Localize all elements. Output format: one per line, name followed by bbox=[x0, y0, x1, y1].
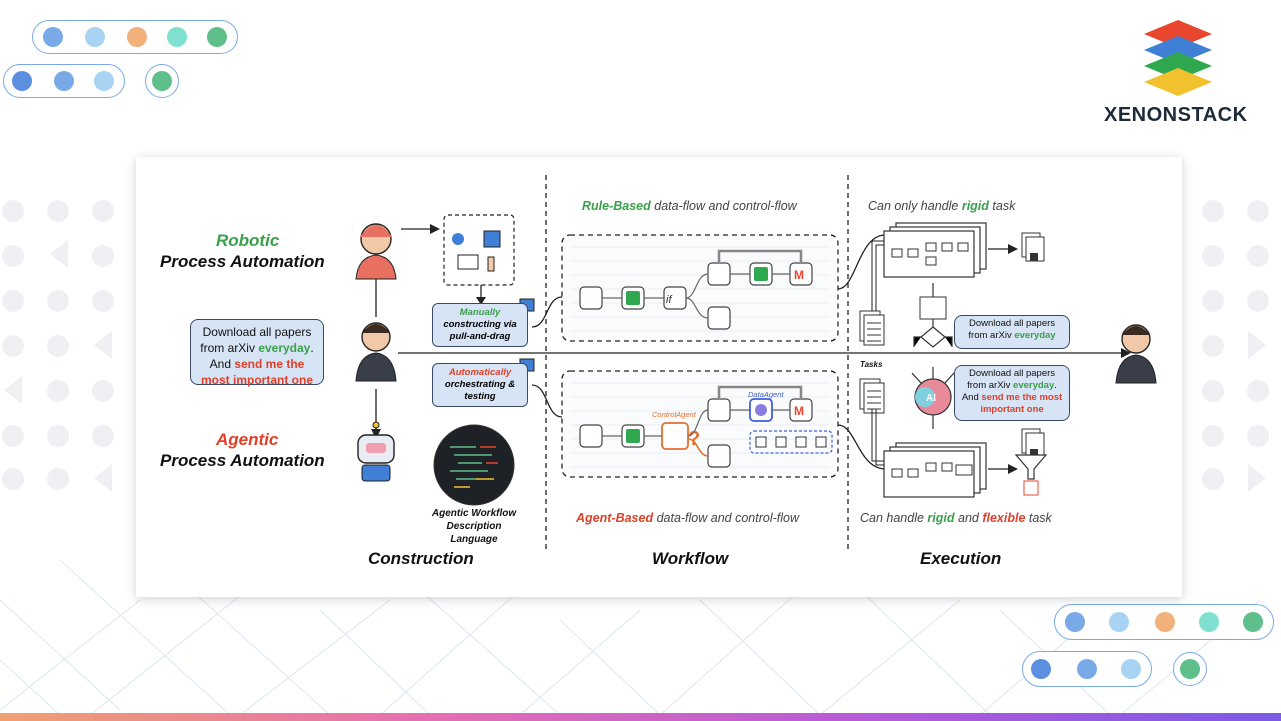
control-agent-label: ControlAgent bbox=[652, 410, 697, 419]
decor-pill-second bbox=[3, 64, 125, 98]
svg-text:M: M bbox=[794, 268, 804, 282]
diagram-lines: if M M ? ControlAgent DataAgent bbox=[355, 175, 1157, 552]
apa-title-line1: Agentic bbox=[216, 430, 279, 449]
section-execution: Execution bbox=[920, 549, 1002, 568]
agent-based-caption: Agent-Based data-flow and control-flow bbox=[576, 511, 799, 525]
ai-label: AI bbox=[926, 393, 936, 404]
exec-bubble-bottom: Download all papers from arXiv everyday.… bbox=[954, 365, 1070, 421]
awdl-caption: Agentic Workflow Description Language bbox=[431, 508, 517, 545]
manual-construct-box: Manually constructing via pull-and-drag bbox=[432, 303, 528, 347]
svg-text:M: M bbox=[794, 404, 804, 418]
xenonstack-logo-icon bbox=[1144, 20, 1212, 96]
apa-title-line2: Process Automation bbox=[160, 451, 325, 470]
section-construction: Construction bbox=[368, 549, 474, 568]
if-label: if bbox=[666, 294, 672, 306]
bottom-gradient-bar bbox=[0, 713, 1281, 721]
section-workflow: Workflow bbox=[652, 549, 729, 568]
exec-bubble-top: Download all papers from arXiv everyday bbox=[954, 315, 1070, 349]
rule-based-caption: Rule-Based data-flow and control-flow bbox=[582, 199, 797, 213]
decor-ring-bottom bbox=[1173, 652, 1207, 686]
execution-bottom-caption: Can handle rigid and flexible task bbox=[860, 511, 1052, 525]
user-request-bubble: Download all papers from arXiv everyday.… bbox=[190, 319, 324, 387]
decor-ring-top bbox=[145, 64, 179, 98]
brand-name: XENONSTACK bbox=[1104, 104, 1248, 126]
tasks-label: Tasks bbox=[860, 360, 883, 369]
decor-pill-bottom-second bbox=[1022, 651, 1152, 687]
data-agent-label: DataAgent bbox=[748, 390, 784, 399]
execution-top-caption: Can only handle rigid task bbox=[868, 199, 1016, 213]
svg-text:?: ? bbox=[688, 428, 700, 450]
rpa-title-line2: Process Automation bbox=[160, 252, 325, 271]
auto-orchestrate-box: Automatically orchestrating & testing bbox=[432, 363, 528, 407]
rpa-title-line1: Robotic bbox=[216, 231, 280, 250]
decor-pill-bottom bbox=[1054, 604, 1274, 640]
decor-pill-top bbox=[32, 20, 238, 54]
diagram-panel: if M M ? ControlAgent DataAgent bbox=[136, 157, 1182, 597]
